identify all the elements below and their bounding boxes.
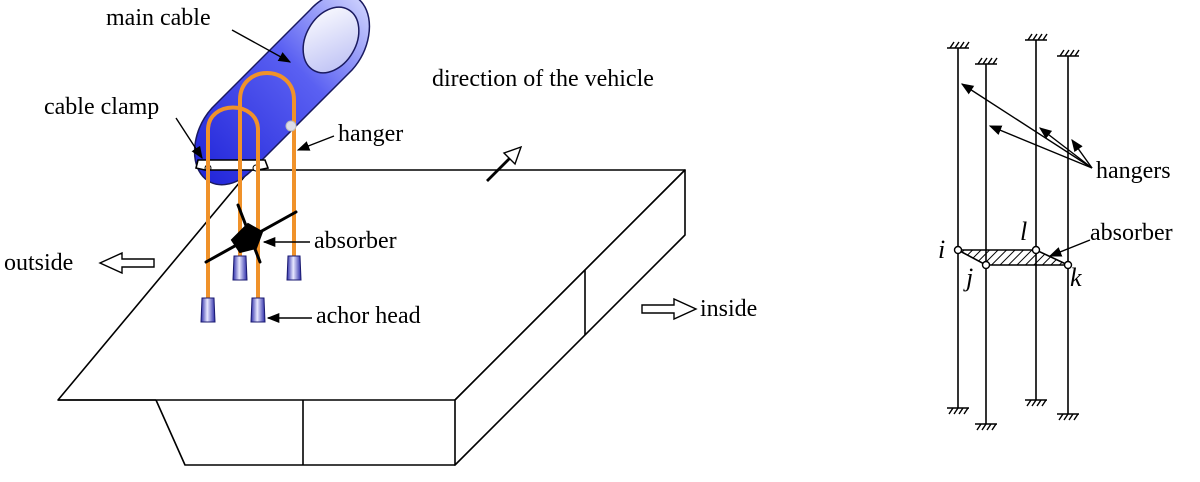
leader-hangers-4 <box>1071 138 1093 169</box>
leader-lines-right <box>960 83 1093 257</box>
leader-lines-left <box>175 29 335 324</box>
label-node-k: k <box>1070 263 1082 292</box>
bridge-deck <box>57 169 686 466</box>
absorber-element <box>957 249 1069 266</box>
top-supports <box>947 33 1080 65</box>
label-outside: outside <box>4 250 73 276</box>
node-j <box>981 260 991 270</box>
hanger-pin <box>285 120 297 132</box>
direction-arrow-icon <box>486 145 523 182</box>
leader-hangers-1 <box>960 83 1093 169</box>
outside-arrow-icon <box>98 251 155 275</box>
main-cable <box>193 0 371 186</box>
label-main-cable: main cable <box>106 5 211 31</box>
hanger-loop-front <box>206 105 260 302</box>
leader-hangers-3 <box>1039 127 1093 169</box>
label-node-i: i <box>938 235 945 264</box>
anchor-head-3 <box>232 255 248 281</box>
bottom-supports <box>947 399 1079 431</box>
label-cable-clamp: cable clamp <box>44 94 159 120</box>
label-anchor-head: achor head <box>316 303 421 329</box>
label-absorber-right: absorber <box>1090 220 1173 246</box>
label-direction: direction of the vehicle <box>432 66 654 92</box>
leader-main-cable <box>231 29 292 63</box>
node-i <box>953 245 963 255</box>
absorber-cross <box>204 203 298 264</box>
label-hangers: hangers <box>1096 158 1171 184</box>
leader-cable-clamp <box>175 117 203 160</box>
inside-arrow-icon <box>641 297 698 321</box>
main-cable-end-cap <box>302 6 360 74</box>
leader-hanger <box>296 135 335 151</box>
node-l <box>1031 245 1041 255</box>
anchor-head-4 <box>286 255 302 281</box>
leader-absorber-right <box>1048 239 1091 257</box>
hanger-loop-back <box>238 71 296 260</box>
label-node-j: j <box>963 263 973 292</box>
label-node-l: l <box>1020 217 1027 246</box>
anchor-head-1 <box>200 297 216 323</box>
hanger-model <box>947 33 1080 431</box>
anchor-head-2 <box>250 297 266 323</box>
girder-front <box>155 399 455 466</box>
label-hanger: hanger <box>338 121 403 147</box>
absorber-nodes <box>953 245 1073 270</box>
node-k <box>1063 260 1073 270</box>
label-inside: inside <box>700 296 757 322</box>
anchor-heads <box>200 255 302 323</box>
label-absorber-left: absorber <box>314 228 397 254</box>
leader-hangers-2 <box>988 125 1093 169</box>
hanger-loops <box>206 71 296 302</box>
